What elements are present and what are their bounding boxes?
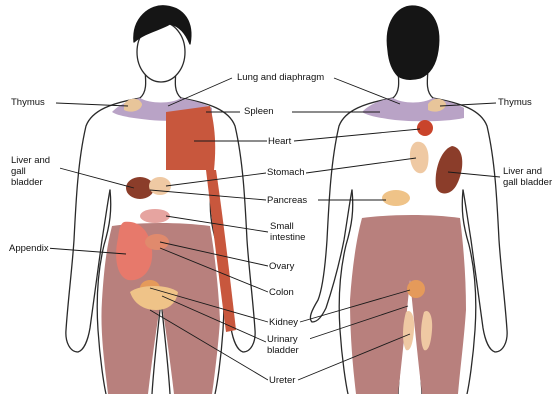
spleen-lung-zone xyxy=(166,106,215,170)
stomach-back-zone xyxy=(410,142,429,173)
label-appendix: Appendix xyxy=(8,243,50,254)
label-ovary: Ovary xyxy=(268,261,295,272)
label-heart: Heart xyxy=(267,136,292,147)
label-thymus-back: Thymus xyxy=(497,97,533,108)
pancreas-back-zone xyxy=(382,190,410,206)
small-intestine-zone xyxy=(140,209,170,223)
label-lung-diaphragm: Lung and diaphragm xyxy=(236,72,325,83)
label-urinary-bladder: Urinary bladder xyxy=(266,334,310,356)
back-leg-zone xyxy=(350,215,466,394)
label-thymus-front: Thymus xyxy=(10,97,46,108)
label-spleen: Spleen xyxy=(243,106,275,117)
heart-back-zone xyxy=(417,120,433,136)
label-colon: Colon xyxy=(268,287,295,298)
label-pancreas: Pancreas xyxy=(266,195,308,206)
front-head xyxy=(134,6,191,82)
liver-back-zone xyxy=(436,146,463,194)
label-small-intestine: Small intestine xyxy=(269,221,317,243)
label-liver-back: Liver and gall bladder xyxy=(502,166,558,188)
label-ureter: Ureter xyxy=(268,375,296,386)
label-stomach: Stomach xyxy=(266,167,306,178)
back-head xyxy=(387,6,438,79)
ovary-zone xyxy=(145,234,169,250)
label-kidney: Kidney xyxy=(268,317,299,328)
kidney-back-zone xyxy=(407,280,425,298)
label-liver-front: Liver and gall bladder xyxy=(10,155,60,188)
